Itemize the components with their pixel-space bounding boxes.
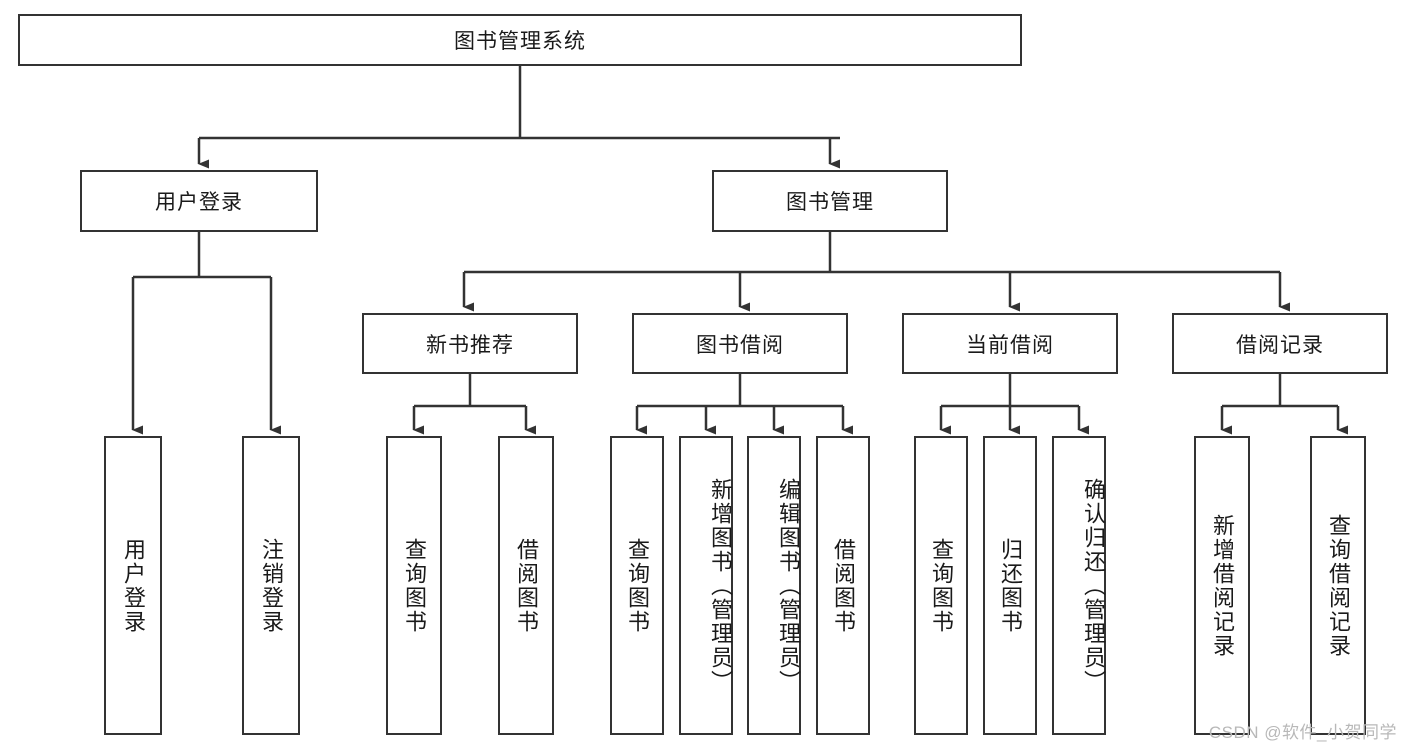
- leaf-nb-borrow-book[interactable]: 借阅图书: [498, 436, 554, 735]
- node-user-login[interactable]: 用户登录: [80, 170, 318, 232]
- leaf-bb-add-book-admin[interactable]: 新增图书（管理员）: [679, 436, 733, 735]
- leaf-br-add-record[interactable]: 新增借阅记录: [1194, 436, 1250, 735]
- node-book-borrow[interactable]: 图书借阅: [632, 313, 848, 374]
- leaf-logout[interactable]: 注销登录: [242, 436, 300, 735]
- leaf-br-query-record[interactable]: 查询借阅记录: [1310, 436, 1366, 735]
- watermark-text: CSDN @软件_小贺同学: [1208, 723, 1397, 742]
- node-book-management[interactable]: 图书管理: [712, 170, 948, 232]
- leaf-bb-query-book[interactable]: 查询图书: [610, 436, 664, 735]
- node-new-book-recommend[interactable]: 新书推荐: [362, 313, 578, 374]
- leaf-bb-edit-book-admin[interactable]: 编辑图书（管理员）: [747, 436, 801, 735]
- node-borrow-record[interactable]: 借阅记录: [1172, 313, 1388, 374]
- node-root-system[interactable]: 图书管理系统: [18, 14, 1022, 66]
- leaf-cb-return-book[interactable]: 归还图书: [983, 436, 1037, 735]
- leaf-cb-query-book[interactable]: 查询图书: [914, 436, 968, 735]
- leaf-nb-query-book[interactable]: 查询图书: [386, 436, 442, 735]
- leaf-bb-borrow-book[interactable]: 借阅图书: [816, 436, 870, 735]
- node-current-borrow[interactable]: 当前借阅: [902, 313, 1118, 374]
- leaf-cb-confirm-return-admin[interactable]: 确认归还（管理员）: [1052, 436, 1106, 735]
- leaf-user-login[interactable]: 用户登录: [104, 436, 162, 735]
